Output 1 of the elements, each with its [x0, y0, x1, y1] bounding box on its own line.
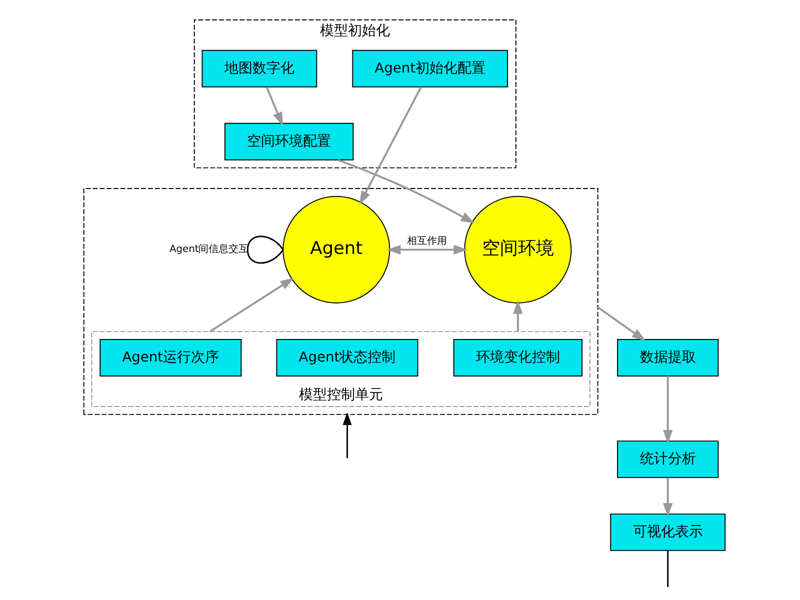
- edge-label: 相互作用: [406, 236, 447, 247]
